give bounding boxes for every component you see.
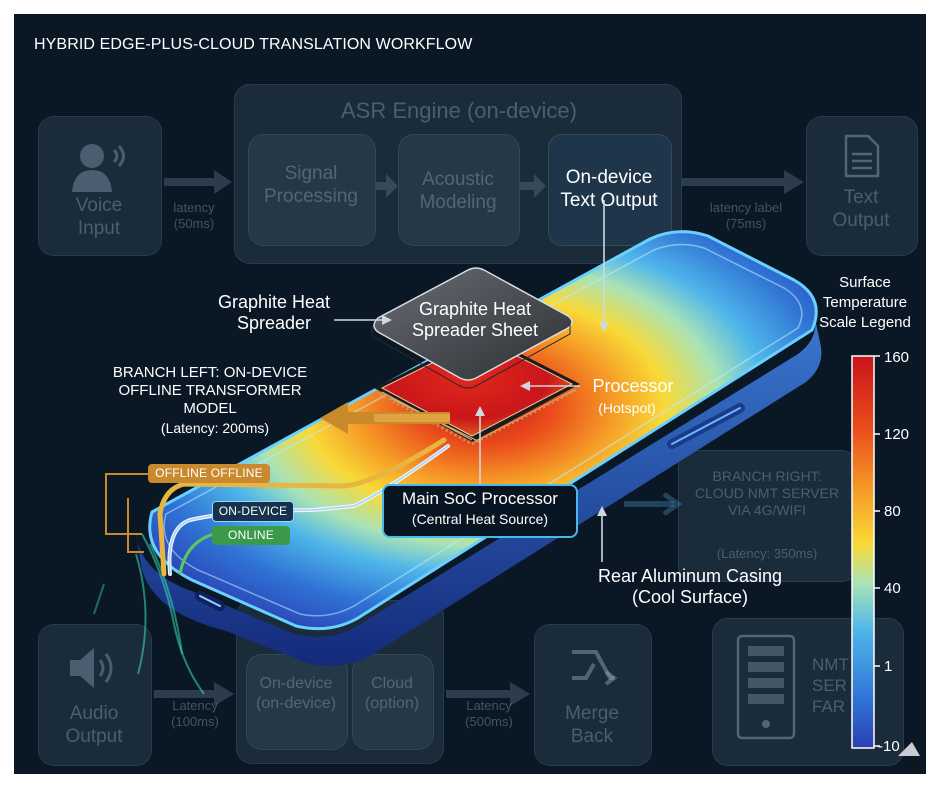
on-device-text-output-label: On-device Text Output — [560, 167, 658, 211]
main-soc-processor-title: Main SoC Processor — [402, 489, 558, 508]
latency-label-4: Latency (500ms) — [465, 698, 513, 729]
audio-output-box — [38, 624, 152, 766]
latency-label-2: latency label (75ms) — [709, 200, 783, 231]
voice-input-label: Voice Input — [75, 195, 123, 239]
server-rack-icon — [736, 634, 796, 740]
diagram-title: HYBRID EDGE-PLUS-CLOUD TRANSLATION WORKF… — [34, 36, 473, 53]
legend-tick-1: 1 — [884, 658, 893, 675]
graphite-heat-spreader-label: Graphite Heat Spreader — [217, 292, 331, 333]
online-tag: ONLINE — [212, 526, 290, 545]
cloud-sub-label: Cloud (option) — [364, 675, 420, 712]
nmt-fragment-label: NMT SER FAR — [812, 655, 849, 716]
legend-tick-160: 160 — [884, 349, 910, 366]
speaking-head-icon — [72, 144, 125, 192]
text-output-label: Text Output — [832, 187, 890, 231]
acoustic-modeling-label: Acoustic Modeling — [419, 169, 497, 213]
branch-right-box — [678, 450, 858, 582]
legend-tick-80: 80 — [884, 503, 901, 520]
speaker-icon — [70, 648, 113, 688]
voice-input-box — [38, 116, 162, 256]
branch-right-latency: (Latency: 350ms) — [716, 546, 818, 561]
legend-tick-120: 120 — [884, 426, 910, 443]
legend-title: Surface Temperature Scale Legend — [819, 274, 911, 331]
main-soc-processor-box — [382, 484, 578, 538]
merge-arrows-icon — [572, 650, 618, 686]
offline-tag: OFFLINE OFFLINE — [148, 464, 270, 483]
rear-casing-label: Rear Aluminum Casing (Cool Surface) — [597, 566, 783, 607]
signal-processing-label: Signal Processing — [264, 163, 358, 207]
acoustic-modeling-box — [398, 134, 520, 246]
graphite-sheet-label: Graphite Heat Spreader Sheet — [411, 299, 539, 340]
merge-back-box — [534, 624, 652, 766]
text-output-box — [806, 116, 918, 256]
processor-hotspot-sub: (Hotspot) — [598, 400, 656, 416]
processor-hotspot-title: Processor — [592, 376, 674, 396]
diagram-canvas: Voice Input latency (50ms) ASR Engine (o… — [14, 14, 926, 774]
on-device-sub-box — [246, 654, 348, 750]
signal-processing-box — [248, 134, 376, 246]
on-device-text-output-box — [548, 134, 672, 246]
branch-left-latency: (Latency: 200ms) — [160, 420, 270, 436]
on-device-sub-label: On-device (on-device) — [255, 675, 337, 712]
branch-left-label: BRANCH LEFT: ON-DEVICE OFFLINE TRANSFORM… — [112, 364, 308, 417]
document-icon — [844, 134, 880, 178]
merge-back-label: Merge Back — [565, 703, 619, 747]
latency-label-1: latency (50ms) — [173, 200, 215, 231]
audio-output-label: Audio Output — [65, 703, 123, 747]
background-connectors — [93, 170, 804, 706]
main-soc-processor-sub: (Central Heat Source) — [411, 511, 549, 527]
smartphone-thermal-map — [105, 200, 920, 756]
legend-tick-minus-10: -10 — [878, 738, 900, 755]
asr-engine-title: ASR Engine (on-device) — [340, 98, 577, 123]
legend-tick-40: 40 — [884, 580, 901, 597]
on-device-tag: ON-DEVICE — [212, 501, 294, 522]
cloud-sub-box — [352, 654, 434, 750]
latency-label-3: Latency (100ms) — [171, 698, 219, 729]
branch-right-label: BRANCH RIGHT: CLOUD NMT SERVER VIA 4G/WI… — [694, 468, 840, 518]
